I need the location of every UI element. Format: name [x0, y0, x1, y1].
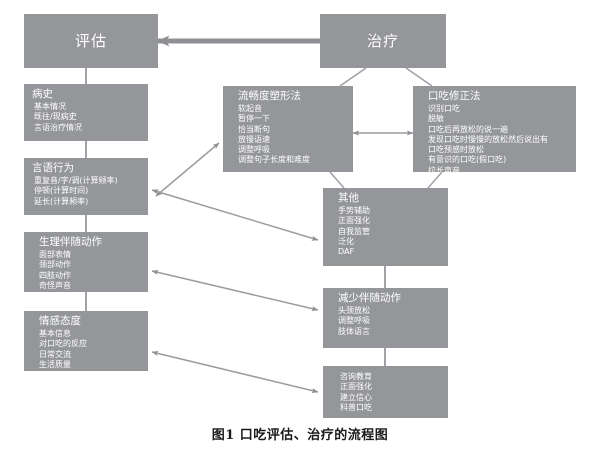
- node-stutter-modification-title: 口吃修正法: [428, 90, 481, 102]
- edge-speech-behavior-fluency-shaping: [155, 142, 220, 197]
- node-fluency-shaping-items: 软起音 暂停一下 恰当断句 放慢语速 调整呼吸 调整句子长度和难度: [231, 104, 353, 166]
- list-item: 口吃预感时放松: [428, 145, 484, 155]
- list-item: DAF: [338, 247, 355, 257]
- node-reduce-movements-items: 头颈放松 调整呼吸 肢体语言: [331, 306, 448, 337]
- list-item: 软起音: [238, 104, 262, 113]
- node-history-title: 病史: [32, 88, 53, 100]
- list-item: 正面强化: [340, 382, 372, 392]
- node-reduce-movements-title: 减少伴随动作: [338, 292, 401, 304]
- node-speech-behavior-title: 言语行为: [32, 162, 74, 174]
- list-item: 泛化: [338, 236, 354, 246]
- edge-treatment-stutter-modification: [405, 67, 433, 87]
- list-item: 调整呼吸: [338, 316, 370, 326]
- node-others[interactable]: 其他 手势辅助 正面强化 自我监管 泛化 DAF: [323, 188, 448, 266]
- node-counseling[interactable]: 咨询教育 正面强化 建立信心 科普口吃: [323, 366, 448, 418]
- node-counseling-items: 咨询教育 正面强化 建立信心 科普口吃: [340, 372, 448, 413]
- list-item: 基本信息: [39, 329, 71, 338]
- list-item: 生活质量: [39, 359, 71, 369]
- node-emotional-items: 基本信息 对口吃的反应 日常交流 生活质量: [32, 329, 148, 370]
- list-item: 科普口吃: [340, 402, 372, 412]
- list-item: 脱敏: [428, 114, 444, 124]
- list-item: 面部表情: [39, 250, 71, 259]
- node-physiological[interactable]: 生理伴随动作 面部表情 颈部动作 四肢动作 奇怪声音: [24, 232, 148, 292]
- list-item: 言语治疗情况: [34, 122, 82, 132]
- list-item: 日常交流: [39, 349, 71, 359]
- list-item: 调整呼吸: [238, 145, 270, 155]
- edge-treatment-fluency-shaping: [339, 67, 367, 87]
- list-item: 有意识的口吃(假口吃): [428, 155, 507, 165]
- list-item: 肢体语言: [338, 326, 370, 336]
- list-item: 建立信心: [340, 392, 372, 402]
- list-item: 基本情况: [34, 102, 66, 111]
- list-item: 手势辅助: [338, 206, 370, 215]
- list-item: 口吃后再放松的说一遍: [428, 124, 508, 134]
- list-item: 停顿(计算时间): [34, 186, 89, 196]
- list-item: 拉长声音: [428, 165, 460, 172]
- list-item: 暂停一下: [238, 114, 270, 124]
- edge-stutter-modification-others: [427, 171, 443, 189]
- node-others-items: 手势辅助 正面强化 自我监管 泛化 DAF: [331, 206, 448, 257]
- list-item: 放慢语速: [238, 134, 270, 144]
- list-item: 恰当断句: [238, 124, 270, 134]
- node-others-title: 其他: [338, 192, 359, 204]
- list-item: 调整句子长度和难度: [238, 155, 310, 165]
- node-history-items: 基本情况 既往/现病史 言语治疗情况: [32, 102, 148, 133]
- list-item: 对口吃的反应: [39, 339, 87, 349]
- list-item: 头颈放松: [338, 306, 370, 315]
- list-item: 发现口吃时慢慢的放松然后说出有: [428, 134, 548, 144]
- node-emotional-title: 情感态度: [39, 315, 81, 327]
- edge-physiological-reduce-movements: [151, 269, 319, 312]
- node-physiological-title: 生理伴随动作: [39, 236, 102, 248]
- edge-emotional-counseling: [151, 350, 319, 394]
- edge-speech-behavior-others: [151, 189, 319, 241]
- node-assessment[interactable]: 评估: [24, 14, 158, 68]
- node-speech-behavior[interactable]: 言语行为 重复音/字/调(计算频率) 停顿(计算时间) 延长(计算频率): [24, 158, 148, 215]
- node-physiological-items: 面部表情 颈部动作 四肢动作 奇怪声音: [32, 250, 148, 291]
- node-emotional[interactable]: 情感态度 基本信息 对口吃的反应 日常交流 生活质量: [24, 311, 148, 371]
- node-reduce-movements[interactable]: 减少伴随动作 头颈放松 调整呼吸 肢体语言: [323, 288, 448, 348]
- edge-fluency-shaping-others: [329, 171, 345, 189]
- list-item: 颈部动作: [39, 260, 71, 270]
- node-treatment-title: 治疗: [366, 32, 399, 50]
- list-item: 正面强化: [338, 216, 370, 226]
- node-fluency-shaping-title: 流畅度塑形法: [238, 90, 301, 102]
- node-treatment[interactable]: 治疗: [320, 14, 446, 68]
- list-item: 自我监管: [338, 226, 370, 236]
- list-item: 奇怪声音: [39, 280, 71, 290]
- node-assessment-title: 评估: [74, 32, 107, 50]
- node-speech-behavior-items: 重复音/字/调(计算频率) 停顿(计算时间) 延长(计算频率): [32, 176, 148, 207]
- node-fluency-shaping[interactable]: 流畅度塑形法 软起音 暂停一下 恰当断句 放慢语速 调整呼吸 调整句子长度和难度: [223, 86, 353, 172]
- list-item: 四肢动作: [39, 270, 71, 280]
- node-stutter-modification[interactable]: 口吃修正法 识别口吃 脱敏 口吃后再放松的说一遍 发现口吃时慢慢的放松然后说出有…: [413, 86, 576, 172]
- node-stutter-modification-items: 识别口吃 脱敏 口吃后再放松的说一遍 发现口吃时慢慢的放松然后说出有 口吃预感时…: [421, 104, 576, 172]
- list-item: 既往/现病史: [34, 112, 77, 122]
- figure-caption: 图1 口吃评估、治疗的流程图: [211, 428, 389, 443]
- list-item: 咨询教育: [340, 372, 372, 381]
- node-history[interactable]: 病史 基本情况 既往/现病史 言语治疗情况: [24, 84, 148, 141]
- list-item: 延长(计算频率): [34, 196, 89, 206]
- list-item: 识别口吃: [428, 104, 460, 113]
- list-item: 重复音/字/调(计算频率): [34, 176, 118, 185]
